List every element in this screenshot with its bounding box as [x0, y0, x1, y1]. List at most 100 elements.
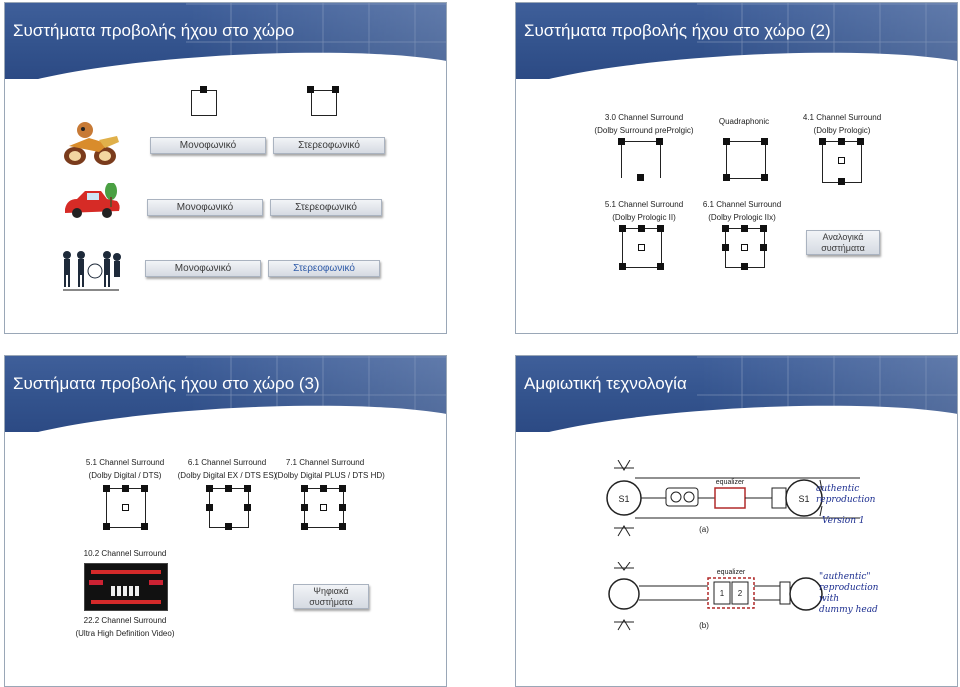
speaker-marker: [206, 504, 213, 511]
speaker-marker: [339, 504, 346, 511]
system-sublabel: (Dolby Digital PLUS / DTS HD): [275, 471, 375, 480]
speaker-marker: [619, 225, 626, 232]
system-label: 22.2 Channel Surround: [75, 616, 175, 625]
speaker-marker: [307, 86, 314, 93]
speaker-marker: [657, 225, 664, 232]
speaker-marker: [225, 523, 232, 530]
slide-header: [5, 356, 446, 432]
speaker-marker: [206, 485, 213, 492]
slide-header: [516, 3, 957, 79]
button-line: Ψηφιακά: [294, 586, 368, 597]
speaker-marker: [200, 86, 207, 93]
system-label: 10.2 Channel Surround: [75, 549, 175, 558]
slide-header: [516, 356, 957, 432]
motorcycle-illustration: [59, 118, 121, 168]
speaker-marker: [761, 174, 768, 181]
speaker-layout-30: [621, 141, 661, 178]
speaker-marker: [819, 138, 826, 145]
speaker-marker: [638, 225, 645, 232]
digital-systems-button[interactable]: Ψηφιακά συστήματα: [293, 584, 369, 609]
speaker-marker: [301, 504, 308, 511]
system-label: Quadraphonic: [694, 117, 794, 126]
speaker-marker: [103, 485, 110, 492]
button-line: Αναλογικά: [807, 232, 879, 243]
speaker-marker: [103, 523, 110, 530]
band-illustration: [55, 247, 123, 293]
system-sublabel: (Dolby Digital / DTS): [75, 471, 175, 480]
system-label: 3.0 Channel Surround: [594, 113, 694, 122]
caption-b: (b): [699, 621, 709, 630]
note-line: reproduction: [816, 495, 875, 506]
speaker-marker: [141, 485, 148, 492]
analog-systems-button[interactable]: Αναλογικά συστήματα: [806, 230, 880, 255]
speaker-marker: [722, 244, 729, 251]
speaker-marker: [741, 263, 748, 270]
speaker-marker: [618, 138, 625, 145]
speaker-marker: [301, 523, 308, 530]
speaker-marker: [722, 225, 729, 232]
subwoofer-marker: [838, 157, 845, 164]
stereo-speaker-diagram: [311, 90, 337, 116]
speaker-marker: [761, 138, 768, 145]
channel-1-label: 1: [720, 589, 725, 598]
system-label: 4.1 Channel Surround: [792, 113, 892, 122]
speaker-marker: [838, 178, 845, 185]
system-sublabel: (Dolby Digital EX / DTS ES): [177, 471, 277, 480]
mono-button-row3[interactable]: Μονοφωνικό: [145, 260, 261, 277]
subwoofer-marker: [320, 504, 327, 511]
speaker-marker: [723, 174, 730, 181]
speaker-marker: [760, 225, 767, 232]
mono-speaker-diagram: [191, 90, 217, 116]
slide-4[interactable]: Αμφιωτική τεχνολογία S1 equalizer S1 (a)…: [515, 355, 958, 687]
speaker-marker: [122, 485, 129, 492]
source-label: S1: [618, 494, 629, 504]
note-line: "authentic": [819, 572, 878, 583]
mono-button-row2[interactable]: Μονοφωνικό: [147, 199, 263, 216]
note-line: authentic: [816, 484, 875, 495]
speaker-marker: [838, 138, 845, 145]
speaker-marker: [339, 523, 346, 530]
speaker-marker: [857, 138, 864, 145]
button-line: συστήματα: [294, 597, 368, 608]
system-label: 6.1 Channel Surround: [177, 458, 277, 467]
note-line: reproduction: [819, 583, 878, 594]
speaker-marker: [723, 138, 730, 145]
system-label: 5.1 Channel Surround: [75, 458, 175, 467]
system-label: 6.1 Channel Surround: [692, 200, 792, 209]
button-line: συστήματα: [807, 243, 879, 254]
speaker-marker: [637, 174, 644, 181]
system-sublabel: (Dolby Surround preProlgic): [584, 126, 704, 135]
speaker-layout-61: [209, 488, 249, 528]
slide-title: Συστήματα προβολής ήχου στο χώρο (2): [524, 21, 831, 41]
equalizer-label: equalizer: [716, 479, 745, 486]
stereo-button-row2[interactable]: Στερεοφωνικό: [270, 199, 382, 216]
subwoofer-marker: [638, 244, 645, 251]
note-line: Version 1: [822, 516, 875, 527]
slide-1[interactable]: Συστήματα προβολής ήχου στο χώρο Μονοφων…: [4, 2, 447, 334]
speaker-marker: [741, 225, 748, 232]
speaker-marker: [657, 263, 664, 270]
stereo-button-row1[interactable]: Στερεοφωνικό: [273, 137, 385, 154]
system-label: 7.1 Channel Surround: [275, 458, 375, 467]
channel-2-label: 2: [738, 589, 743, 598]
target-label: S1: [798, 494, 809, 504]
slide-3[interactable]: Συστήματα προβολής ήχου στο χώρο (3) 5.1…: [4, 355, 447, 687]
slide-header: [5, 3, 446, 79]
speaker-marker: [301, 485, 308, 492]
speaker-marker: [656, 138, 663, 145]
speaker-marker: [244, 485, 251, 492]
system-label: 5.1 Channel Surround: [594, 200, 694, 209]
mono-button-row1[interactable]: Μονοφωνικό: [150, 137, 266, 154]
system-sublabel: (Dolby Prologic): [792, 126, 892, 135]
subwoofer-marker: [122, 504, 129, 511]
slide-2[interactable]: Συστήματα προβολής ήχου στο χώρο (2) 3.0…: [515, 2, 958, 334]
stereo-button-row3[interactable]: Στερεοφωνικό: [268, 260, 380, 277]
equalizer-label: equalizer: [717, 569, 746, 576]
caption-a: (a): [699, 525, 709, 534]
speaker-layout-quad: [726, 141, 766, 179]
handwritten-note-b: "authentic" reproduction with dummy head: [819, 572, 878, 616]
subwoofer-marker: [741, 244, 748, 251]
note-line: with: [819, 594, 878, 605]
speaker-marker: [332, 86, 339, 93]
speaker-marker: [339, 485, 346, 492]
